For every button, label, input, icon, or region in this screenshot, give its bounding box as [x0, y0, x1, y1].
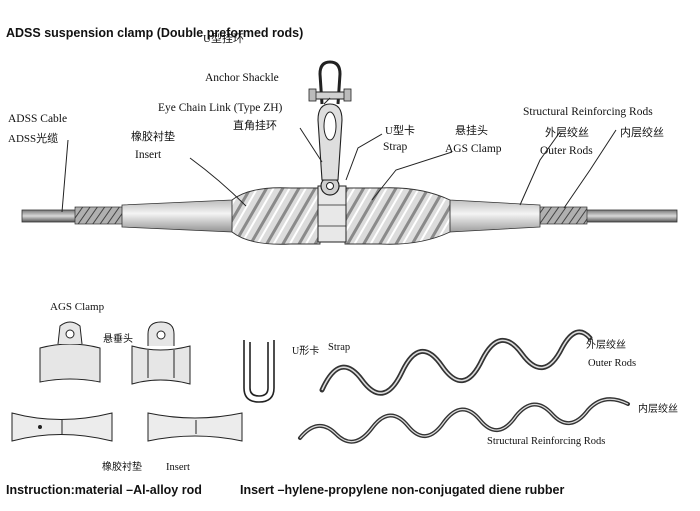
outer-rod-end-right [534, 206, 588, 225]
insert-body-left [231, 187, 321, 245]
label-strap-cn: U型卡 [385, 123, 415, 137]
footer-insert-note: Insert –hylene-propylene non-conjugated … [240, 483, 565, 497]
outer-rod-end-left [74, 206, 126, 225]
ags-clamp-piece-front [39, 321, 101, 383]
part-structural-reinforcing-rods: Structural Reinforcing Rods [487, 436, 605, 447]
part-insert-cn: 橡胶衬垫 [102, 460, 142, 473]
label-ags-clamp-cn: 悬挂头 [455, 123, 488, 137]
part-strap-cn: U形卡 [292, 344, 319, 357]
leader-lines [61, 97, 617, 213]
u-strap-piece [243, 340, 275, 403]
label-outer-rods: Outer Rods [540, 145, 593, 157]
label-eye-chain-link-cn: 直角挂环 [233, 118, 277, 132]
label-inner-rods-cn: 内层绞丝 [620, 125, 664, 139]
insert-piece-2 [147, 412, 243, 442]
diagram-title: ADSS suspension clamp (Double preformed … [6, 26, 304, 40]
label-ags-clamp: AGS Clamp [445, 143, 502, 155]
part-inner-rods-cn: 内层绞丝 [638, 402, 678, 415]
anchor-shackle [318, 60, 342, 105]
outer-rods-spiral [319, 329, 593, 396]
label-adss-cable: ADSS Cable [8, 113, 67, 125]
part-outer-rods: Outer Rods [588, 358, 636, 369]
label-insert-cn: 橡胶衬垫 [131, 129, 175, 143]
label-structural-reinforcing-rods: Structural Reinforcing Rods [523, 106, 653, 118]
label-adss-cable-cn: ADSS光缆 [8, 131, 58, 145]
part-ags-clamp-label: AGS Clamp [50, 301, 105, 313]
part-outer-rods-cn: 外层绞丝 [586, 338, 626, 351]
label-anchor-shackle: Anchor Shackle [205, 72, 279, 84]
label-insert: Insert [135, 149, 162, 161]
label-u-shackle-cn: U型挂环 [203, 31, 244, 45]
insert-piece-1 [11, 412, 113, 442]
label-outer-rods-cn: 外层绞丝 [545, 125, 589, 139]
label-eye-chain-link: Eye Chain Link (Type ZH) [158, 102, 283, 114]
ags-clamp-body [344, 187, 451, 245]
part-insert: Insert [166, 462, 190, 473]
part-ags-clamp-cn: 悬垂头 [103, 333, 133, 345]
label-strap: Strap [383, 141, 408, 153]
footer-instruction: Instruction:material –Al-alloy rod [6, 483, 202, 497]
part-strap: Strap [328, 342, 350, 353]
ags-clamp-piece-side [131, 321, 191, 385]
